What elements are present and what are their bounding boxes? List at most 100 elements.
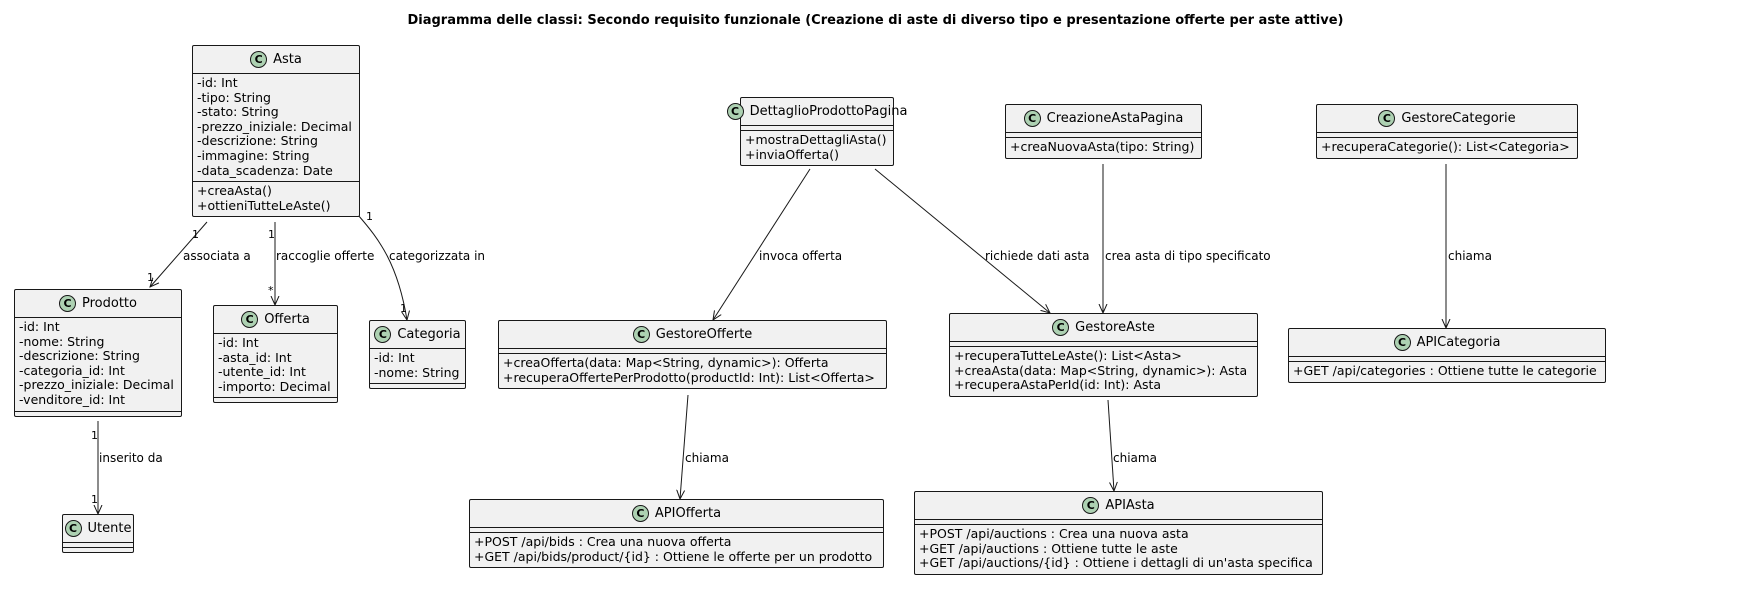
- edge-dettaglio-gestoreaste: [874, 168, 1050, 313]
- class-attribute: -nome: String: [374, 364, 460, 380]
- edge-asta-categoria: [357, 214, 407, 320]
- class-stereotype-icon: C: [374, 326, 392, 343]
- class-name: APIAsta: [1105, 498, 1155, 513]
- class-methods-section: +mostraDettagliAsta()+inviaOfferta(): [741, 130, 893, 165]
- class-attributes-section: [1289, 356, 1605, 361]
- label-invoca-offerta: invoca offerta: [759, 249, 843, 263]
- class-name: CreazioneAstaPagina: [1046, 111, 1184, 126]
- class-method: +GET /api/bids/product/{id} : Ottiene le…: [474, 548, 873, 564]
- class-attributes-section: -id: Int-tipo: String-stato: String-prez…: [193, 73, 359, 181]
- class-method: +POST /api/bids : Crea una nuova offerta: [474, 534, 732, 549]
- class-method: +inviaOfferta(): [745, 146, 839, 162]
- class-gestore-aste: C GestoreAste +recuperaTutteLeAste(): List…: [949, 313, 1258, 397]
- class-methods-section: +GET /api/categories : Ottiene tutte le …: [1289, 361, 1605, 382]
- class-attributes-section: [741, 125, 893, 130]
- class-methods-section: [15, 410, 181, 416]
- class-attributes-section: [499, 348, 886, 353]
- class-stereotype-icon: C: [1052, 319, 1070, 336]
- class-methods-section: [214, 397, 337, 402]
- class-methods-section: +recuperaCategorie(): List<Categoria>: [1317, 137, 1577, 158]
- edge-asta-prodotto: [150, 221, 208, 287]
- class-method: +GET /api/auctions/{id} : Ottiene i dett…: [919, 555, 1313, 571]
- class-attributes-section: [1006, 132, 1201, 137]
- class-attributes-section: [950, 341, 1257, 346]
- class-stereotype-icon: C: [631, 505, 649, 522]
- class-name: DettaglioProdottoPagina: [749, 104, 908, 119]
- class-attributes-section: -id: Int-nome: String: [370, 348, 465, 383]
- class-name: Offerta: [264, 312, 310, 327]
- class-method: +recuperaAstaPerId(id: Int): Asta: [954, 377, 1162, 393]
- class-dettaglio-prodotto-pagina: C DettaglioProdottoPagina +mostraDettagliA…: [726, 97, 907, 167]
- class-attribute: -immagine: String: [197, 147, 310, 163]
- class-attribute: -categoria_id: Int: [19, 362, 125, 378]
- class-attributes-section: -id: Int-nome: String-descrizione: Strin…: [15, 317, 181, 411]
- mult-asta-categoria-from: 1: [366, 210, 373, 223]
- class-method: +creaAsta(): [197, 183, 272, 199]
- edge-gestoreofferte-apiofferta: [680, 394, 689, 499]
- class-methods-section: +creaAsta()+ottieniTutteLeAste(): [193, 181, 359, 216]
- label-inserito-da: inserito da: [99, 451, 163, 465]
- mult-prodotto-utente-to: 1: [91, 493, 98, 506]
- class-header: C APICategoria: [1289, 329, 1605, 356]
- class-attribute: -prezzo_iniziale: Decimal: [19, 377, 174, 393]
- class-attributes-section: -id: Int-asta_id: Int-utente_id: Int-imp…: [214, 333, 337, 397]
- class-attribute: -id: Int: [19, 319, 60, 334]
- class-name: APIOfferta: [654, 506, 722, 521]
- class-method: +ottieniTutteLeAste(): [197, 197, 331, 213]
- class-method: +recuperaTutteLeAste(): List<Asta>: [954, 348, 1182, 363]
- class-methods-section: +creaNuovaAsta(tipo: String): [1006, 137, 1201, 158]
- class-name: APICategoria: [1416, 335, 1501, 350]
- class-method: +creaAsta(data: Map<String, dynamic>): A…: [954, 362, 1248, 378]
- class-header: C APIOfferta: [470, 500, 883, 527]
- class-attributes-section: [915, 519, 1322, 524]
- class-methods-section: [370, 383, 465, 388]
- class-attribute: -nome: String: [19, 333, 105, 349]
- class-api-offerta: C APIOfferta +POST /api/bids : Crea una nu…: [469, 499, 884, 569]
- mult-asta-prodotto-to: 1: [147, 271, 154, 284]
- class-attribute: -venditore_id: Int: [19, 391, 126, 407]
- class-attribute: -id: Int: [374, 350, 415, 365]
- class-methods-section: [63, 547, 133, 552]
- class-header: C DettaglioProdottoPagina: [726, 98, 907, 125]
- class-stereotype-icon: C: [632, 326, 650, 343]
- class-method: +GET /api/categories : Ottiene tutte le …: [1293, 363, 1597, 378]
- class-name: Prodotto: [82, 296, 137, 311]
- class-name: Asta: [273, 52, 302, 67]
- class-attribute: -asta_id: Int: [218, 349, 292, 365]
- diagram-title: Diagramma delle classi: Secondo requisit…: [407, 13, 1344, 28]
- class-method: +mostraDettagliAsta(): [745, 132, 887, 147]
- class-attribute: -id: Int: [197, 75, 238, 90]
- class-attributes-section: [63, 542, 133, 547]
- mult-prodotto-utente-from: 1: [91, 429, 98, 442]
- class-method: +recuperaCategorie(): List<Categoria>: [1321, 139, 1570, 154]
- class-name: Utente: [87, 521, 132, 536]
- class-api-categoria: C APICategoria +GET /api/categories : Otti…: [1288, 328, 1606, 383]
- class-method: +creaOfferta(data: Map<String, dynamic>)…: [503, 355, 829, 370]
- class-stereotype-icon: C: [726, 103, 744, 120]
- class-stereotype-icon: C: [1393, 334, 1411, 351]
- label-chiama-categorie: chiama: [1448, 249, 1492, 263]
- class-attribute: -descrizione: String: [19, 348, 140, 364]
- class-methods-section: +creaOfferta(data: Map<String, dynamic>)…: [499, 353, 886, 388]
- class-header: C GestoreAste: [950, 314, 1257, 341]
- class-attribute: -utente_id: Int: [218, 364, 306, 380]
- class-method: +POST /api/auctions : Crea una nuova ast…: [919, 526, 1189, 541]
- class-name: GestoreCategorie: [1401, 111, 1516, 126]
- class-method: +GET /api/auctions : Ottiene tutte le as…: [919, 540, 1178, 556]
- mult-asta-offerta-to: *: [268, 284, 274, 297]
- class-name: GestoreAste: [1075, 320, 1155, 335]
